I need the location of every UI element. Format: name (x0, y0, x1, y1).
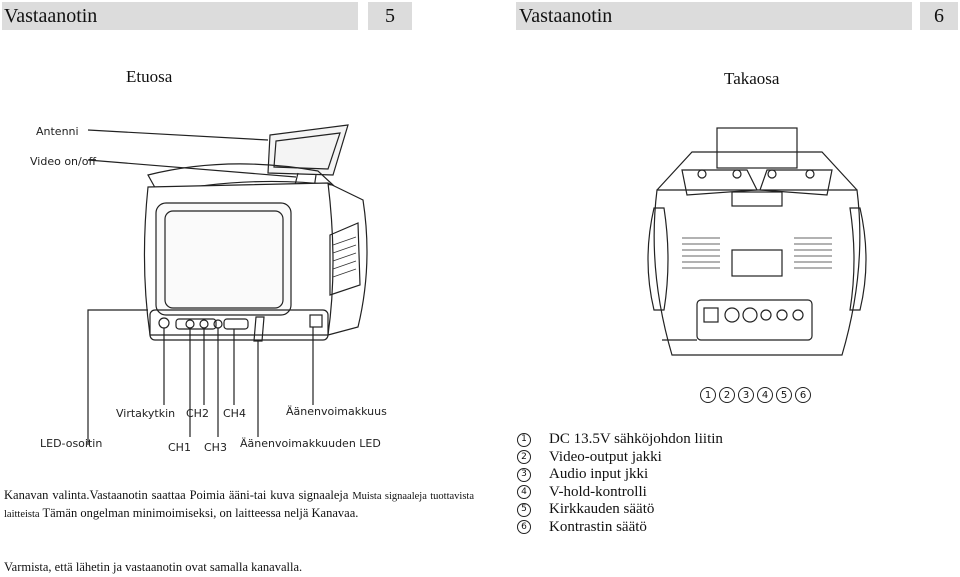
label-led: LED-osoitin (40, 437, 102, 450)
legend-text: Kirkkauden säätö (549, 501, 655, 517)
label-antenni: Antenni (36, 125, 79, 138)
legend-text: Kontrastin säätö (549, 518, 647, 535)
label-virtakytkin: Virtakytkin (116, 407, 175, 420)
legend-text: DC 13.5V sähköjohdon liitin (549, 431, 723, 447)
port-number-row: 1 2 3 4 5 6 (700, 387, 811, 403)
port-number: 6 (795, 387, 811, 403)
legend-item: 4 V-hold-kontrolli (517, 484, 723, 502)
left-page-number: 5 (385, 5, 395, 27)
port-number: 5 (776, 387, 792, 403)
legend-item: 6 Kontrastin säätö (517, 519, 723, 537)
legend-number: 6 (517, 520, 531, 535)
left-number-bar (368, 2, 412, 30)
right-page-title: Vastaanotin (519, 5, 613, 27)
port-number: 3 (738, 387, 754, 403)
legend-item: 3 Audio input jkki (517, 466, 723, 484)
port-number: 4 (757, 387, 773, 403)
legend-number: 5 (517, 502, 531, 517)
legend-number: 1 (517, 432, 531, 447)
legend-number: 4 (517, 485, 531, 500)
right-number-bar (920, 2, 958, 30)
tv-front-diagram: Antenni Video on/off Virtakytkin CH2 CH4… (30, 124, 387, 454)
front-caption: Etuosa (126, 67, 173, 86)
legend-text: Video-output jakki (549, 448, 662, 465)
paragraph-part2: Muista signaaleja tuottavista laitteista (4, 491, 475, 520)
legend-text: Audio input jkki (549, 466, 649, 482)
port-legend: 1 DC 13.5V sähköjohdon liitin 2 Video-ou… (517, 431, 723, 536)
label-ch1: CH1 (168, 441, 191, 454)
channel-paragraph: Kanavan valinta.Vastaanotin saattaa Poim… (4, 487, 474, 523)
left-header-bar (2, 2, 358, 30)
legend-number: 2 (517, 450, 531, 465)
right-page-number: 6 (934, 5, 944, 27)
legend-item: 1 DC 13.5V sähköjohdon liitin (517, 431, 723, 449)
label-led2: Äänenvoimakkuuden LED (240, 437, 381, 450)
paragraph-part1: Kanavan valinta.Vastaanotin saattaa Poim… (4, 488, 349, 502)
legend-number: 3 (517, 467, 531, 482)
legend-item: 2 Video-output jakki (517, 449, 723, 467)
label-ch4: CH4 (223, 407, 246, 420)
port-number: 2 (719, 387, 735, 403)
port-number: 1 (700, 387, 716, 403)
label-ch2: CH2 (186, 407, 209, 420)
paragraph-part3: Tämän ongelman minimoimiseksi, on laitte… (42, 506, 359, 520)
back-caption: Takaosa (724, 69, 780, 88)
tv-back-diagram (647, 127, 867, 356)
legend-item: 5 Kirkkauden säätö (517, 501, 723, 519)
label-aanenvoimakkuus: Äänenvoimakkuus (286, 405, 387, 418)
legend-text: V-hold-kontrolli (549, 483, 647, 500)
label-ch3: CH3 (204, 441, 227, 454)
label-video: Video on/off (30, 155, 96, 168)
footer-note: Varmista, että lähetin ja vastaanotin ov… (4, 560, 303, 574)
right-header-bar (516, 2, 912, 30)
left-page-title: Vastaanotin (4, 5, 98, 27)
